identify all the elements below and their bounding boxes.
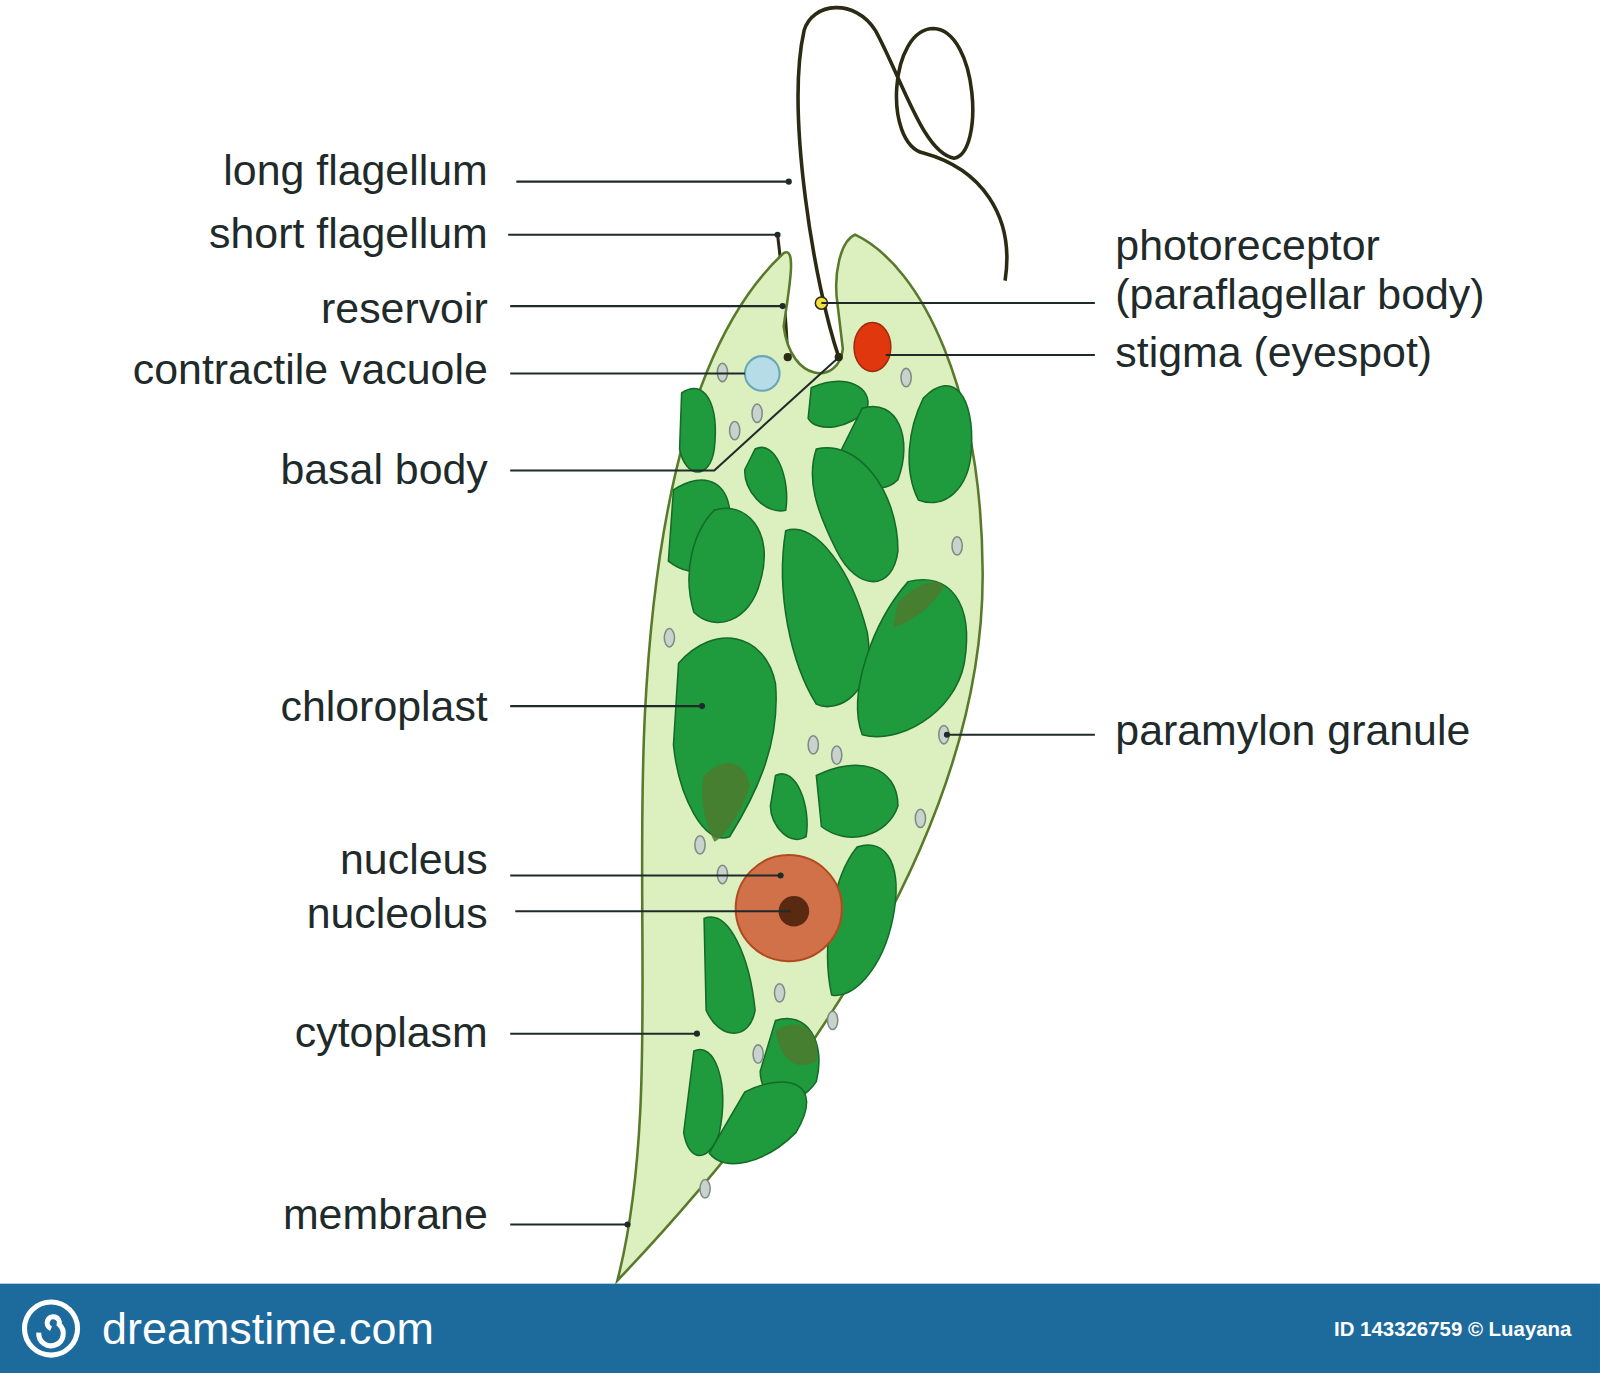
basal-body xyxy=(784,353,792,361)
footer-bar xyxy=(0,1284,1600,1373)
part-label: paramylon granule xyxy=(1115,706,1470,755)
part-label: contractile vacuole xyxy=(133,345,488,394)
part-label: long flagellum xyxy=(223,146,487,195)
stigma xyxy=(854,322,891,371)
part-label: chloroplast xyxy=(280,682,487,731)
nucleus xyxy=(736,855,842,961)
footer-logo xyxy=(24,1302,77,1355)
leader-dots xyxy=(624,179,950,1228)
chloroplast-shading xyxy=(702,582,944,1065)
part-label: stigma (eyespot) xyxy=(1115,328,1432,377)
paramylon-granules xyxy=(664,363,962,1198)
part-label: short flagellum xyxy=(209,209,488,258)
watermark-text: dreamstime.com xyxy=(102,1303,434,1355)
part-label: reservoir xyxy=(321,285,488,334)
part-label: membrane xyxy=(283,1190,488,1239)
part-label: nucleus xyxy=(340,836,488,885)
part-label: photoreceptor (paraflagellar body) xyxy=(1115,221,1595,320)
part-label: basal body xyxy=(280,445,487,494)
chloroplasts xyxy=(668,382,971,1164)
leader-lines xyxy=(508,182,1095,1225)
part-label: cytoplasm xyxy=(295,1008,488,1057)
part-label: nucleolus xyxy=(307,889,488,938)
contractile-vacuole xyxy=(745,356,780,391)
image-credit: ID 143326759 © Luayana xyxy=(1334,1317,1571,1340)
